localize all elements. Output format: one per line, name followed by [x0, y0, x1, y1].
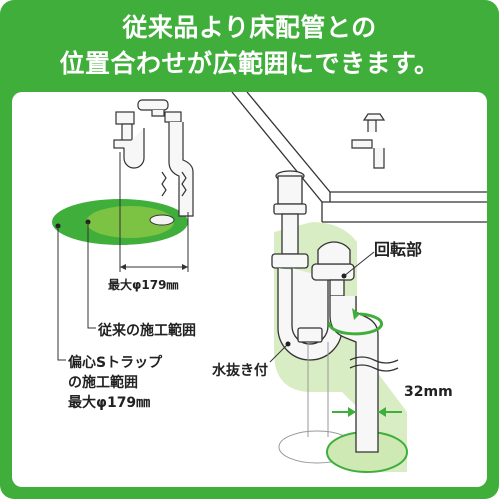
pipe-size-label: 32mm: [404, 384, 453, 400]
offset-trap-label-1: 偏心Sトラップ: [68, 355, 163, 371]
conventional-range-ellipse: [86, 206, 174, 238]
main-trap: [271, 170, 379, 453]
illustration-panel: 最大φ179㎜ 従来の施工範囲 偏心Sトラップ の施工範囲 最大φ179㎜ 回転…: [12, 92, 487, 487]
headline: 従来品より床配管との 位置合わせが広範囲にできます。: [0, 10, 499, 82]
small-trap-icon: [113, 99, 194, 217]
trap-illustration: [52, 92, 487, 473]
rotating-part-label: 回転部: [374, 240, 423, 259]
rotation-arrow: [328, 312, 383, 336]
faucet: [351, 113, 386, 169]
offset-trap-label-2: の施工範囲: [68, 375, 138, 391]
drain-fitting-label: 水抜き付: [212, 363, 268, 379]
max-diameter-label: 最大φ179㎜: [108, 278, 179, 292]
sink-basin: [231, 92, 487, 223]
headline-line-2: 位置合わせが広範囲にできます。: [59, 49, 440, 78]
conventional-range-label: 従来の施工範囲: [98, 323, 196, 339]
offset-trap-label-3: 最大φ179㎜: [68, 395, 151, 411]
headline-line-1: 従来品より床配管との: [122, 13, 377, 42]
